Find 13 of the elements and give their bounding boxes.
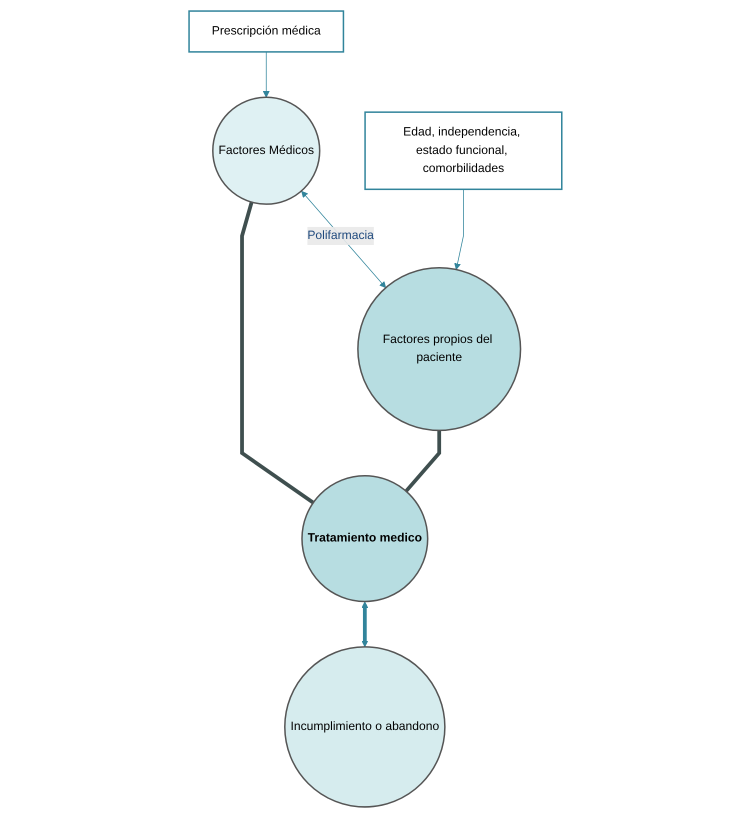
edge-label: Polifarmacia	[307, 229, 374, 242]
node-circle: Factores Médicos	[212, 96, 321, 205]
node-box: Edad, independencia, estado funcional, comorbilidades	[364, 111, 563, 190]
arrow	[263, 52, 270, 98]
arrow	[301, 190, 386, 288]
arrow	[454, 188, 464, 270]
node-box: Prescripción médica	[188, 10, 344, 53]
connector	[240, 202, 314, 504]
connector	[404, 430, 442, 492]
arrow	[362, 601, 368, 648]
node-circle: Factores propios del paciente	[357, 266, 522, 432]
node-circle: Tratamiento medico	[301, 475, 429, 602]
node-circle: Incumplimiento o abandono	[284, 646, 446, 808]
